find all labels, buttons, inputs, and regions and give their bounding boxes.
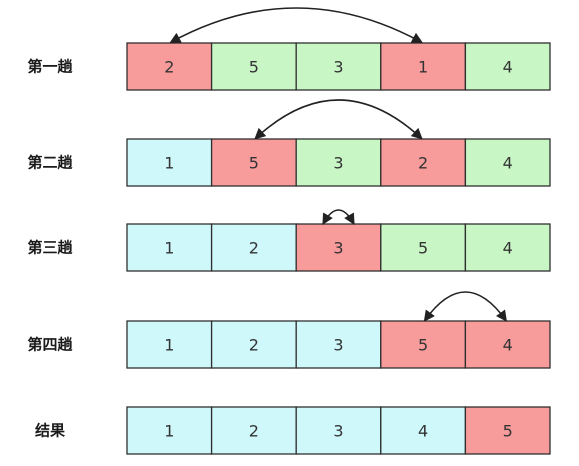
- row-4: 第四趟 1 2 3 5 4: [27, 291, 551, 369]
- cell-value: 2: [249, 422, 259, 441]
- row-label: 结果: [35, 422, 66, 440]
- array-cell: [380, 223, 467, 272]
- row-label: 第四趟: [27, 336, 73, 354]
- cell-value: 1: [418, 58, 428, 77]
- swap-arrow: [423, 291, 508, 322]
- cell-value: 4: [503, 58, 513, 77]
- cell-value: 2: [249, 336, 259, 355]
- array-cell: [210, 320, 297, 369]
- swap-arrow: [169, 7, 424, 44]
- array-cell: [295, 138, 382, 187]
- array-cell: [210, 223, 297, 272]
- row-5: 结果 1 2 3 4 5: [35, 406, 551, 455]
- row-1: 第一趟 2 5 3 1 4: [27, 7, 551, 91]
- cell-value: 4: [418, 422, 428, 441]
- swap-arrow: [254, 99, 423, 140]
- cell-value: 4: [503, 336, 513, 355]
- row-2: 第二趟 1 5 3 2 4: [27, 99, 551, 187]
- cell-value: 5: [503, 422, 513, 441]
- array-cell: [295, 223, 382, 272]
- row-label: 第一趟: [27, 58, 73, 76]
- cell-value: 2: [418, 154, 428, 173]
- cell-value: 3: [333, 154, 343, 173]
- array-cell: [126, 406, 213, 455]
- swap-arrow: [322, 209, 355, 225]
- cell-value: 3: [333, 336, 343, 355]
- cell-value: 4: [503, 154, 513, 173]
- array-cell: [464, 320, 551, 369]
- cell-value: 5: [418, 239, 428, 258]
- cell-value: 2: [164, 58, 174, 77]
- cell-value: 1: [164, 336, 174, 355]
- array-cell: [380, 320, 467, 369]
- row-label: 第二趟: [27, 154, 73, 172]
- array-cell: [464, 406, 551, 455]
- array-cell: [380, 138, 467, 187]
- array-cell: [126, 320, 213, 369]
- row-label: 第三趟: [27, 239, 73, 257]
- array-cell: [126, 42, 213, 91]
- cell-value: 4: [503, 239, 513, 258]
- array-cell: [464, 138, 551, 187]
- cell-value: 5: [418, 336, 428, 355]
- cell-value: 5: [249, 154, 259, 173]
- cell-value: 3: [333, 239, 343, 258]
- array-cell: [464, 42, 551, 91]
- array-cell: [464, 223, 551, 272]
- cell-value: 1: [164, 239, 174, 258]
- cell-value: 2: [249, 239, 259, 258]
- array-cell: [210, 406, 297, 455]
- array-cell: [295, 406, 382, 455]
- cell-value: 1: [164, 154, 174, 173]
- array-cell: [210, 138, 297, 187]
- cell-value: 3: [333, 422, 343, 441]
- array-cell: [126, 138, 213, 187]
- cell-value: 3: [333, 58, 343, 77]
- row-3: 第三趟 1 2 3 5 4: [27, 209, 551, 272]
- array-cell: [210, 42, 297, 91]
- cell-value: 1: [164, 422, 174, 441]
- array-cell: [295, 320, 382, 369]
- cell-value: 5: [249, 58, 259, 77]
